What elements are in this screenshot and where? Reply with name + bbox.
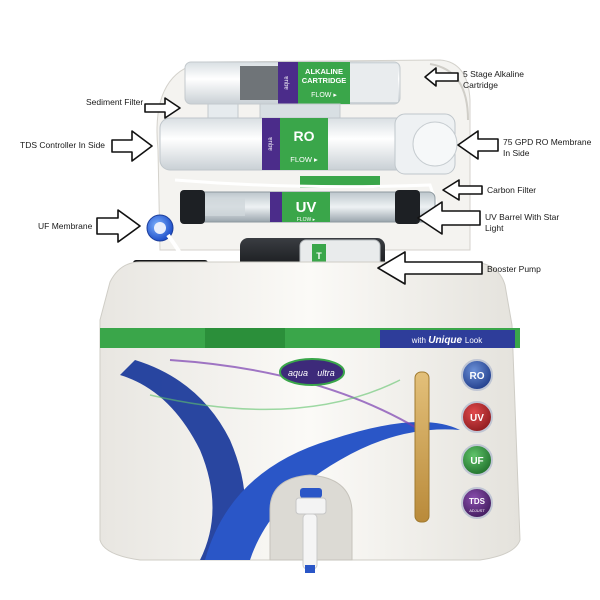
label-uf-membrane: UF Membrane [38, 221, 93, 231]
uv-barrel: UV FLOW ▸ [180, 190, 436, 224]
svg-text:with Unique Look: with Unique Look [411, 335, 483, 346]
arrow-booster [377, 251, 483, 285]
pump-sticker-t: T [316, 251, 322, 261]
uv-title: UV [296, 199, 317, 216]
badge-ro-label: RO [470, 371, 485, 382]
label-uv-barrel: UV Barrel With Star Light [485, 212, 559, 234]
unique-look-band [380, 330, 515, 348]
indicator-badges: RO UV UF TDS ADJUST [461, 359, 493, 519]
label-membrane-line2: In Side [503, 148, 530, 158]
badge-tds-label: TDS [469, 497, 486, 506]
badge-tds-sub: ADJUST [469, 508, 485, 513]
badge-ro [461, 359, 493, 391]
label-uv-line1: UV Barrel With Star [485, 212, 560, 222]
label-alkaline-cartridge: 5 Stage Alkaline Cartridge [463, 69, 524, 91]
label-uv-line2: Light [485, 223, 504, 233]
logo-right: ultra [317, 368, 335, 378]
carbon-filter [174, 176, 442, 216]
water-level-window [414, 371, 430, 523]
uv-flow: FLOW ▸ [297, 217, 316, 223]
band-text-suffix: Look [465, 336, 483, 345]
label-membrane-line1: 75 GPD RO Membrane [503, 137, 592, 147]
logo-left: aqua [288, 368, 308, 378]
faucet-spout [302, 513, 318, 570]
alkaline-brand: aqua [284, 76, 290, 90]
label-booster-pump: Booster Pump [487, 264, 541, 274]
ro-flow: FLOW ▸ [290, 155, 318, 164]
purifier-cabinet: with Unique Look aqua ultra [99, 261, 521, 573]
label-carbon-filter: Carbon Filter [487, 185, 537, 195]
arrow-tds-controller [111, 130, 153, 162]
ro-membrane: RO FLOW ▸ aqua [159, 113, 458, 175]
badge-tds [461, 487, 493, 519]
arrow-uf [96, 209, 141, 243]
badge-uv [461, 401, 493, 433]
label-alkaline-line2: Cartridge [463, 80, 498, 90]
alkaline-flow: FLOW ▸ [311, 92, 337, 99]
blue-wave-left [120, 360, 245, 560]
arrow-carbon [442, 179, 483, 201]
badge-uf [461, 444, 493, 476]
callout-arrows [96, 67, 499, 285]
faucet-body [295, 497, 327, 515]
band-text-prefix: with [411, 336, 426, 345]
alkaline-cartridge: ALKALINE CARTRIDGE FLOW ▸ aqua [184, 61, 401, 105]
ro-brand: aqua [268, 137, 274, 151]
label-ro-membrane: 75 GPD RO Membrane In Side [503, 137, 591, 159]
alkaline-title-2: CARTRIDGE [302, 76, 347, 85]
label-alkaline-line1: 5 Stage Alkaline [463, 69, 524, 79]
badge-uf-label: UF [470, 456, 483, 467]
faucet-knob [300, 488, 322, 498]
alkaline-brand-strip [278, 62, 298, 104]
alkaline-label [298, 62, 350, 104]
blue-wave-right [205, 422, 460, 560]
aqua-ultra-logo [279, 358, 345, 386]
label-tds-controller: TDS Controller In Side [20, 140, 106, 150]
badge-uv-label: UV [470, 413, 484, 424]
ro-title: RO [294, 128, 315, 144]
alkaline-title-1: ALKALINE [305, 67, 343, 76]
arrow-membrane [457, 130, 499, 160]
arrow-uv [417, 201, 481, 235]
arrow-sediment [144, 97, 181, 119]
band-text-brand: Unique [428, 335, 465, 346]
label-sediment-filter: Sediment Filter [86, 97, 144, 107]
arrow-alkaline [424, 67, 459, 87]
